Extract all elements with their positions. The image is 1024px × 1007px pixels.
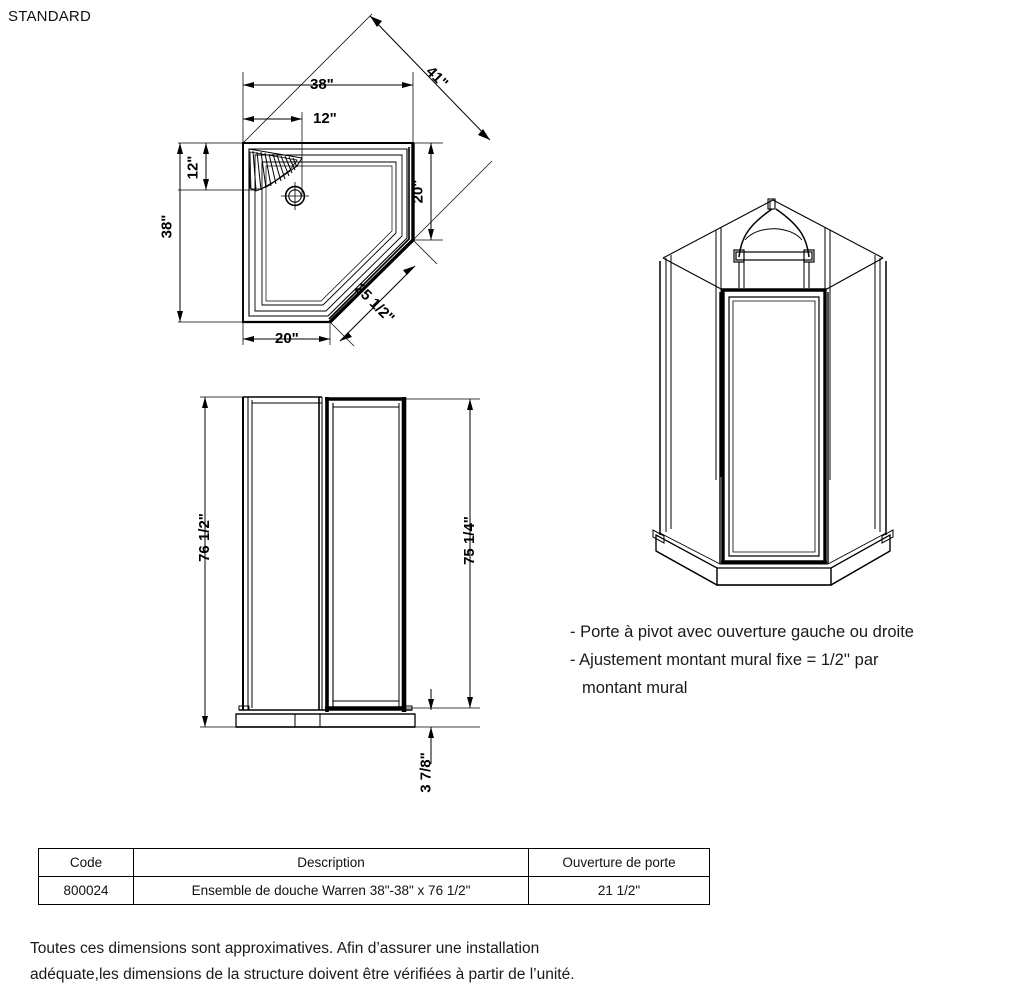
elev-dim-glass-height: 75 1/4" bbox=[460, 516, 478, 565]
footer-note-line-1: Toutes ces dimensions sont approximative… bbox=[30, 940, 540, 957]
table-cell-door-opening: 21 1/2" bbox=[528, 876, 710, 905]
table-header-row: Code Description Ouverture de porte bbox=[38, 848, 710, 877]
perspective-view-drawing bbox=[620, 185, 960, 605]
plan-dim-corner-seat-top: 12" bbox=[313, 110, 337, 127]
table-cell-code: 800024 bbox=[38, 876, 134, 905]
table-row: 800024 Ensemble de douche Warren 38"-38"… bbox=[38, 876, 710, 905]
note-line-3: montant mural bbox=[582, 679, 688, 697]
elev-dim-overall-height: 76 1/2" bbox=[195, 513, 213, 562]
table-cell-description: Ensemble de douche Warren 38"-38" x 76 1… bbox=[133, 876, 529, 905]
plan-dim-right-wall: 20" bbox=[409, 179, 427, 204]
notes-block: - Porte à pivot avec ouverture gauche ou… bbox=[570, 618, 1000, 702]
footer-note-line-2: adéquate,les dimensions de la structure … bbox=[30, 966, 575, 983]
note-line-2: - Ajustement montant mural fixe = 1/2'' … bbox=[570, 651, 879, 669]
plan-dim-depth-left: 38" bbox=[158, 214, 176, 239]
plan-dim-corner-seat-left: 12" bbox=[184, 155, 202, 180]
spec-table: Code Description Ouverture de porte 8000… bbox=[38, 848, 710, 905]
elev-dim-threshold-height: 3 7/8" bbox=[417, 752, 435, 793]
plan-view-drawing bbox=[0, 0, 540, 370]
footer-note: Toutes ces dimensions sont approximative… bbox=[30, 936, 790, 988]
page-title: STANDARD bbox=[8, 8, 91, 25]
table-header-description: Description bbox=[133, 848, 529, 877]
plan-dim-bottom-wall: 20" bbox=[275, 330, 299, 347]
table-header-door-opening: Ouverture de porte bbox=[528, 848, 710, 877]
elevation-view-drawing bbox=[0, 370, 520, 800]
note-line-1: - Porte à pivot avec ouverture gauche ou… bbox=[570, 623, 914, 641]
table-header-code: Code bbox=[38, 848, 134, 877]
plan-dim-width-top: 38" bbox=[310, 76, 334, 93]
